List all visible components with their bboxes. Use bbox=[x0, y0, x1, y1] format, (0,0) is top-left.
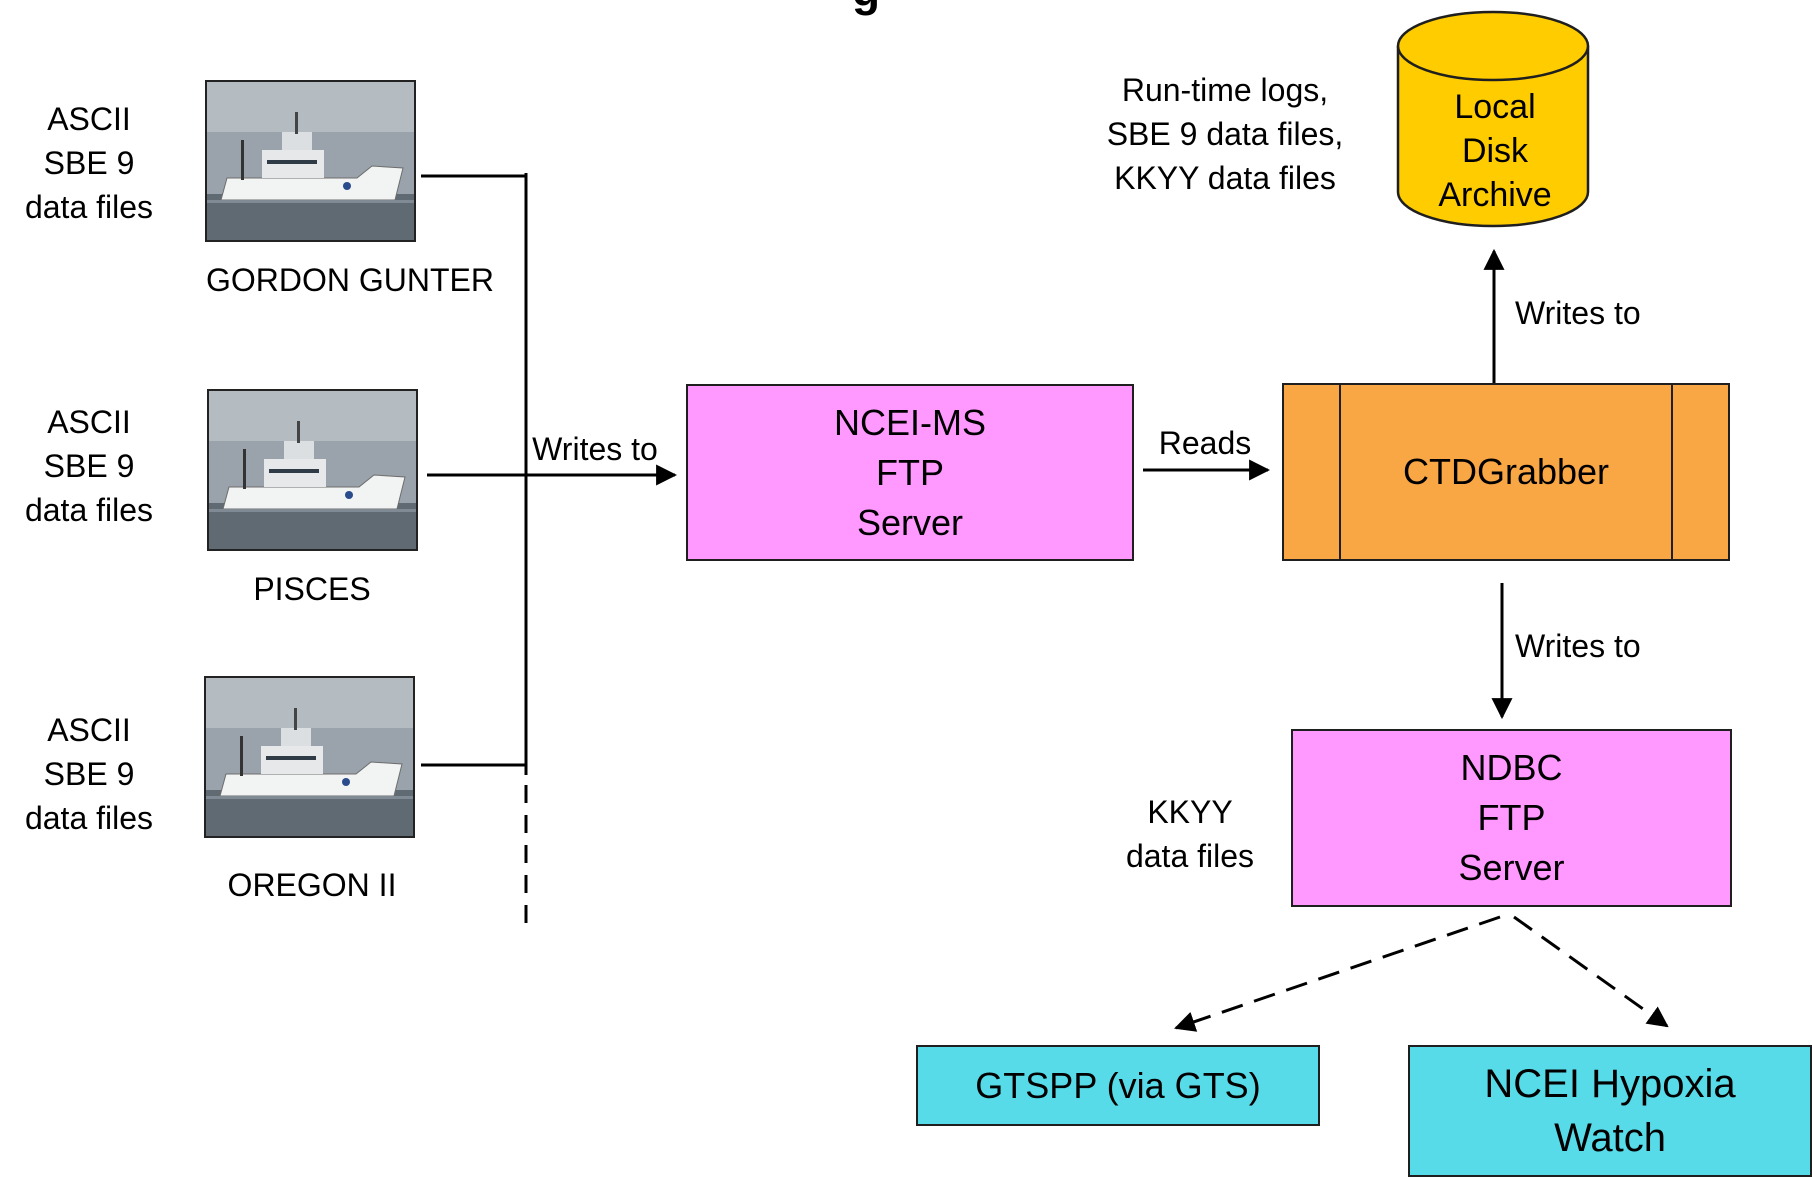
edge-label-writes-to: Writes to bbox=[532, 431, 658, 467]
archive-note: Run-time logs, SBE 9 data files, KKYY da… bbox=[1106, 72, 1344, 196]
arrow-ndbc-to-gtspp bbox=[1174, 915, 1501, 1032]
ctdgrabber-label: CTDGrabber bbox=[1402, 451, 1610, 492]
hypoxia-watch-node: NCEI Hypoxia Watch bbox=[1408, 1045, 1812, 1177]
ship-photo-pisces bbox=[207, 389, 418, 551]
archive-label: Local Disk Archive bbox=[1438, 88, 1552, 214]
ndbc-note: KKYY data files bbox=[1125, 794, 1255, 874]
ctdgrabber-left-bar bbox=[1339, 385, 1341, 559]
ship-photo-gordon-gunter bbox=[205, 80, 416, 242]
ship3-name: OREGON II bbox=[227, 867, 397, 903]
ship-photo-oregon-ii bbox=[204, 676, 415, 838]
ship2-name: PISCES bbox=[253, 571, 371, 607]
edge-label-writes-to-ndbc: Writes to bbox=[1515, 628, 1641, 664]
ctdgrabber-process-node: CTDGrabber bbox=[1282, 383, 1730, 561]
edge-label-reads: Reads bbox=[1158, 425, 1252, 461]
ctdgrabber-right-bar bbox=[1671, 385, 1673, 559]
ncei-ftp-server-node: NCEI-MS FTP Server bbox=[686, 384, 1134, 561]
ship1-data-label: ASCII SBE 9 data files bbox=[24, 101, 154, 225]
ship3-data-label: ASCII SBE 9 data files bbox=[24, 712, 154, 836]
gtspp-node: GTSPP (via GTS) bbox=[916, 1045, 1320, 1126]
ship2-data-label: ASCII SBE 9 data files bbox=[24, 404, 154, 528]
ship1-name: GORDON GUNTER bbox=[206, 262, 494, 298]
archive-cylinder bbox=[1396, 10, 1590, 228]
ndbc-ftp-server-node: NDBC FTP Server bbox=[1291, 729, 1732, 907]
title-fragment: g bbox=[852, 0, 880, 20]
edge-label-writes-to-archive: Writes to bbox=[1515, 295, 1641, 331]
arrow-ndbc-to-hypoxia bbox=[1513, 915, 1669, 1028]
